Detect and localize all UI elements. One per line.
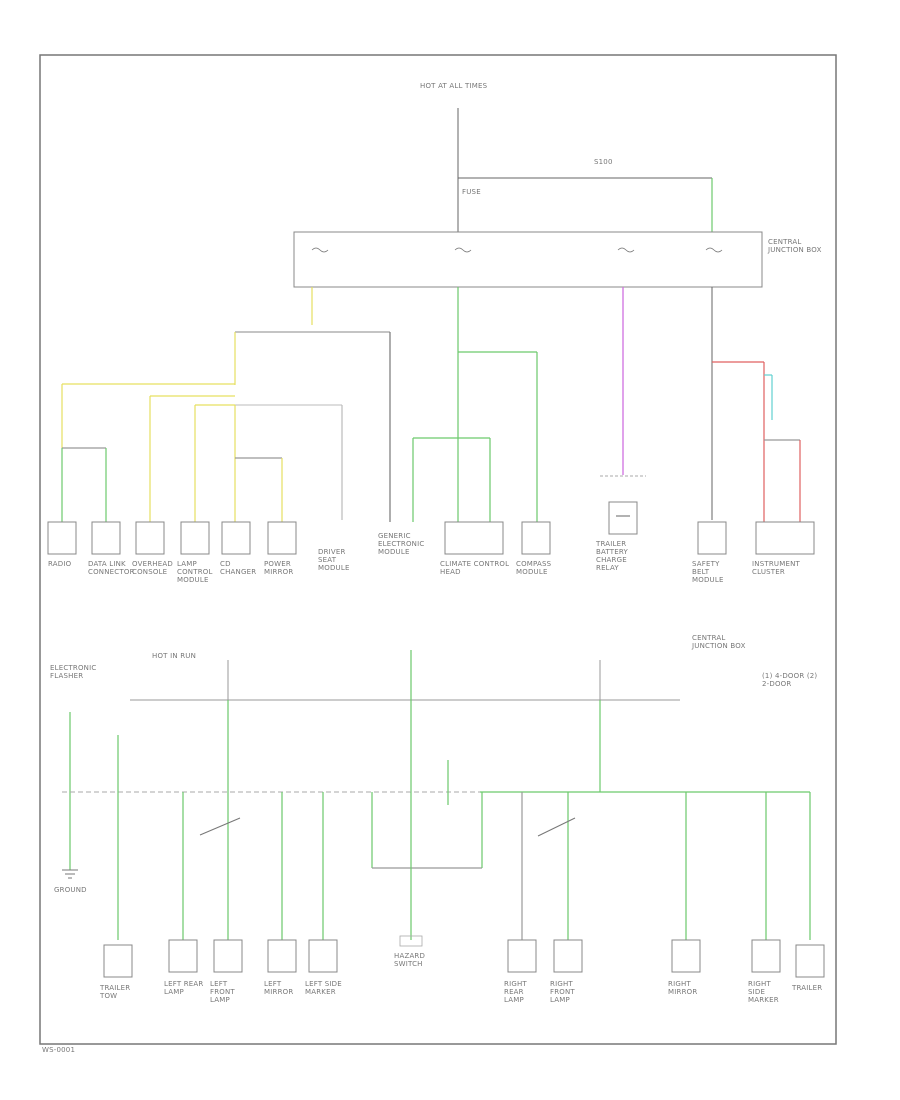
component-radio [47, 521, 77, 555]
lower-label-r-mirror: RIGHT MIRROR [668, 980, 698, 996]
upper-label-compass: COMPASS MODULE [516, 560, 552, 576]
splice-label: S100 [594, 158, 613, 166]
upper-label-trailer-relay: TRAILER BATTERY CHARGE RELAY [596, 540, 628, 572]
fuse-3-icon [617, 247, 635, 253]
component-instrument-cluster [755, 521, 815, 555]
component-lamp-control [180, 521, 210, 555]
fuse-label: FUSE [462, 188, 481, 196]
component-generic-module [444, 521, 504, 555]
lower-drops [117, 735, 811, 940]
component-left-marker [308, 939, 338, 973]
hot-label: HOT AT ALL TIMES [420, 82, 488, 90]
hazard-switch-icon [199, 817, 241, 836]
upper-label-radio: RADIO [48, 560, 72, 568]
upper-label-overhead: OVERHEAD CONSOLE [132, 560, 173, 576]
lower-label-ground: GROUND [54, 886, 87, 894]
upper-label-data-link: DATA LINK CONNECTOR [88, 560, 135, 576]
lower-label-hazard: HAZARD SWITCH [394, 952, 426, 968]
component-left-rear-lamp [168, 939, 198, 973]
fuse-2-icon [454, 247, 472, 253]
legend-label: (1) 4-DOOR (2) 2-DOOR [762, 672, 818, 688]
lower-right-label: CENTRAL JUNCTION BOX [692, 634, 746, 650]
component-right-marker [751, 939, 781, 973]
lower-label-trailer-tow: TRAILER TOW [100, 984, 131, 1000]
component-left-front-lamp [213, 939, 243, 973]
lower-label-l-marker: LEFT SIDE MARKER [305, 980, 342, 996]
fuse-row [311, 247, 723, 253]
lower-label-r-marker: RIGHT SIDE MARKER [748, 980, 779, 1004]
component-right-mirror [671, 939, 701, 973]
hazard-switch-icon-2 [537, 817, 576, 837]
lower-label-rr-lamp: RIGHT REAR LAMP [504, 980, 527, 1004]
lower-mid-label: HOT IN RUN [152, 652, 197, 660]
upper-label-cluster: INSTRUMENT CLUSTER [752, 560, 800, 576]
component-left-mirror [267, 939, 297, 973]
lower-component-boxes [103, 939, 825, 978]
lower-feeds [69, 650, 601, 870]
lower-left-label: ELECTRONIC FLASHER [50, 664, 97, 680]
upper-label-climate: CLIMATE CONTROL HEAD [440, 560, 510, 576]
lower-label-rf-lamp: RIGHT FRONT LAMP [550, 980, 575, 1004]
upper-component-boxes [47, 501, 815, 555]
component-right-rear-lamp [507, 939, 537, 973]
fuse-1-icon [311, 247, 329, 253]
middle-green-branch [412, 345, 538, 522]
component-power-mirror [267, 521, 297, 555]
upper-label-gem: GENERIC ELECTRONIC MODULE [378, 532, 425, 556]
lower-label-l-mirror: LEFT MIRROR [264, 980, 294, 996]
fuse-4-icon [705, 247, 723, 253]
component-safety-belt [697, 521, 727, 555]
ground-icon [62, 869, 78, 879]
component-cd-changer [221, 521, 251, 555]
lower-label-lf-lamp: LEFT FRONT LAMP [210, 980, 235, 1004]
upper-label-lamp-control: LAMP CONTROL MODULE [177, 560, 213, 584]
upper-label-mirror: POWER MIRROR [264, 560, 294, 576]
upper-label-driver-seat: DRIVER SEAT MODULE [318, 548, 350, 572]
junction-box-label: CENTRAL JUNCTION BOX [768, 238, 822, 254]
component-trailer-relay [608, 501, 638, 535]
lower-label-trailer: TRAILER [792, 984, 823, 992]
component-trailer [795, 944, 825, 978]
component-compass [521, 521, 551, 555]
hazard-switch-box [399, 935, 423, 947]
upper-label-safety-belt: SAFETY BELT MODULE [692, 560, 724, 584]
right-red-branch [712, 361, 801, 522]
central-junction-box [293, 231, 763, 288]
component-right-front-lamp [553, 939, 583, 973]
lower-label-lr-lamp: LEFT REAR LAMP [164, 980, 204, 996]
component-trailer-tow [103, 944, 133, 978]
component-data-link [91, 521, 121, 555]
upper-label-cd: CD CHANGER [220, 560, 257, 576]
component-overhead-console [135, 521, 165, 555]
upper-drops [61, 332, 391, 522]
footer-code: WS-0001 [42, 1046, 76, 1054]
